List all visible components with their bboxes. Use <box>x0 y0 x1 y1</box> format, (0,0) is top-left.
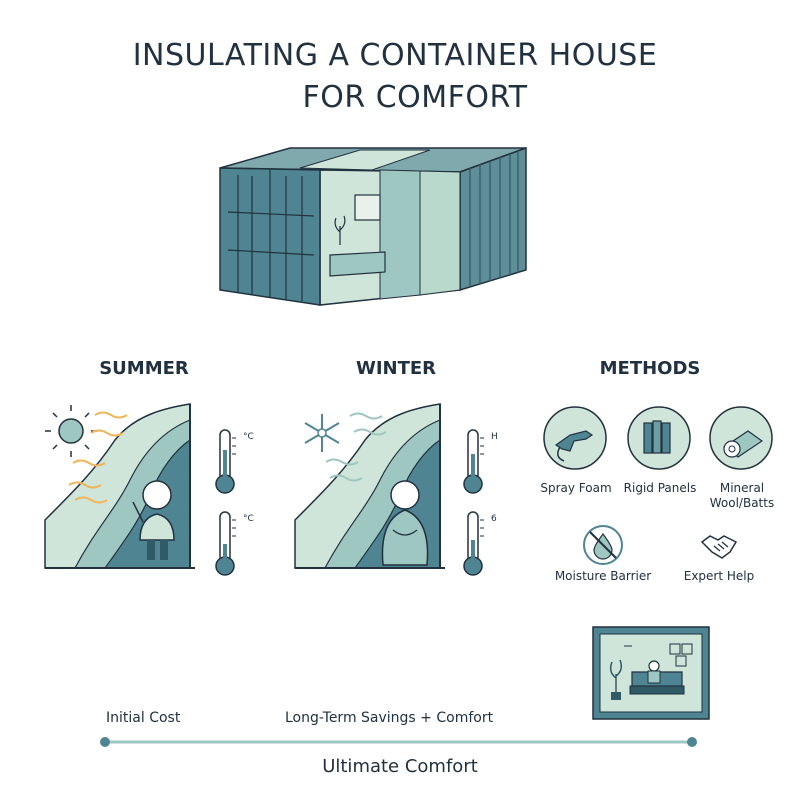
rigid-panels-icon <box>627 406 691 470</box>
timeline-line <box>100 737 697 747</box>
timeline-end-label: Ultimate Comfort <box>322 756 478 777</box>
timeline-start-label: Initial Cost <box>106 710 181 726</box>
methods-heading: METHODS <box>599 358 701 379</box>
handshake-icon <box>700 535 738 559</box>
summer-wall-illustration <box>44 403 195 569</box>
winter-thermo-bottom-label: 6 <box>491 514 497 524</box>
winter-heading: WINTER <box>355 358 437 379</box>
winter-wall-illustration <box>294 403 445 569</box>
method-label-mineral-wool: Mineral Wool/Batts <box>709 481 775 510</box>
sun-icon <box>45 405 97 457</box>
page-title-line-2: FOR COMFORT <box>302 80 528 115</box>
method-label-rigid-panels: Rigid Panels <box>623 481 697 495</box>
summer-heading: SUMMER <box>99 358 189 379</box>
cozy-living-room-picture <box>592 626 710 720</box>
thermometer-cool-icon <box>215 511 236 576</box>
winter-thermo-top-label: H <box>491 432 498 442</box>
method-label-spray-foam: Spray Foam <box>540 481 612 495</box>
thermometer-winter-bottom-icon <box>463 511 484 576</box>
method-label-moisture-barrier: Moisture Barrier <box>554 569 652 583</box>
no-moisture-icon <box>583 525 623 565</box>
spray-gun-icon <box>543 406 607 470</box>
wool-roll-icon <box>709 406 773 470</box>
snowflake-icon <box>304 414 340 452</box>
summer-thermo-top-label: °C <box>243 432 254 442</box>
summer-thermo-bottom-label: °C <box>243 514 254 524</box>
timeline-middle-label: Long-Term Savings + Comfort <box>285 710 494 726</box>
thermometer-hot-icon <box>215 429 236 494</box>
heat-waves-icon <box>68 411 128 504</box>
method-label-expert-help: Expert Help <box>683 569 755 583</box>
thermometer-winter-top-icon <box>463 429 484 494</box>
page-title-line-1: INSULATING A CONTAINER HOUSE <box>132 38 658 73</box>
cold-wind-icon <box>325 412 387 482</box>
